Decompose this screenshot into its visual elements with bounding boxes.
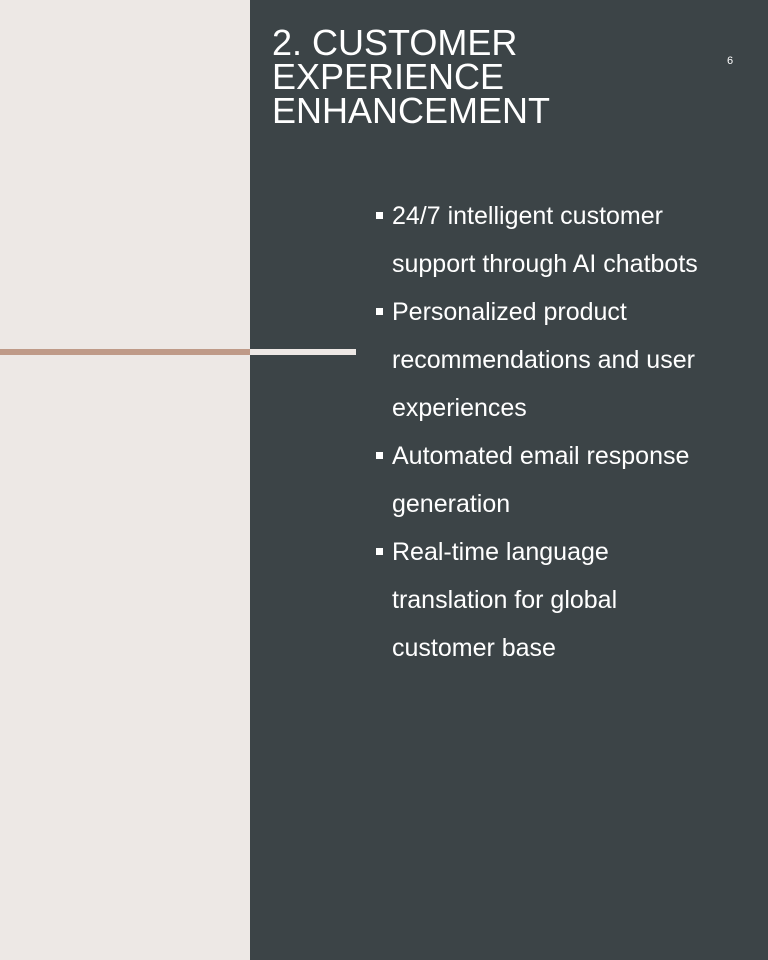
bullet-text: Automated email response generation bbox=[392, 442, 690, 518]
page-number: 6 bbox=[726, 55, 734, 67]
square-bullet-icon bbox=[376, 212, 383, 219]
slide-title: 2. Customer Experience Enhancement bbox=[272, 22, 551, 131]
light-divider-line bbox=[250, 349, 356, 355]
square-bullet-icon bbox=[376, 548, 383, 555]
left-panel bbox=[0, 0, 250, 960]
bullet-item: Personalized product recommendations and… bbox=[376, 288, 726, 432]
bullet-text: Personalized product recommendations and… bbox=[392, 298, 695, 422]
bullet-item: 24/7 intelligent customer support throug… bbox=[376, 192, 726, 288]
square-bullet-icon bbox=[376, 308, 383, 315]
bullet-text: Real-time language translation for globa… bbox=[392, 538, 618, 662]
bullet-item: Automated email response generation bbox=[376, 432, 726, 528]
bullet-item: Real-time language translation for globa… bbox=[376, 528, 726, 672]
bullet-text: 24/7 intelligent customer support throug… bbox=[392, 202, 698, 278]
square-bullet-icon bbox=[376, 452, 383, 459]
accent-divider-line bbox=[0, 349, 250, 355]
bullet-list: 24/7 intelligent customer support throug… bbox=[376, 192, 726, 672]
content-panel bbox=[250, 0, 768, 960]
